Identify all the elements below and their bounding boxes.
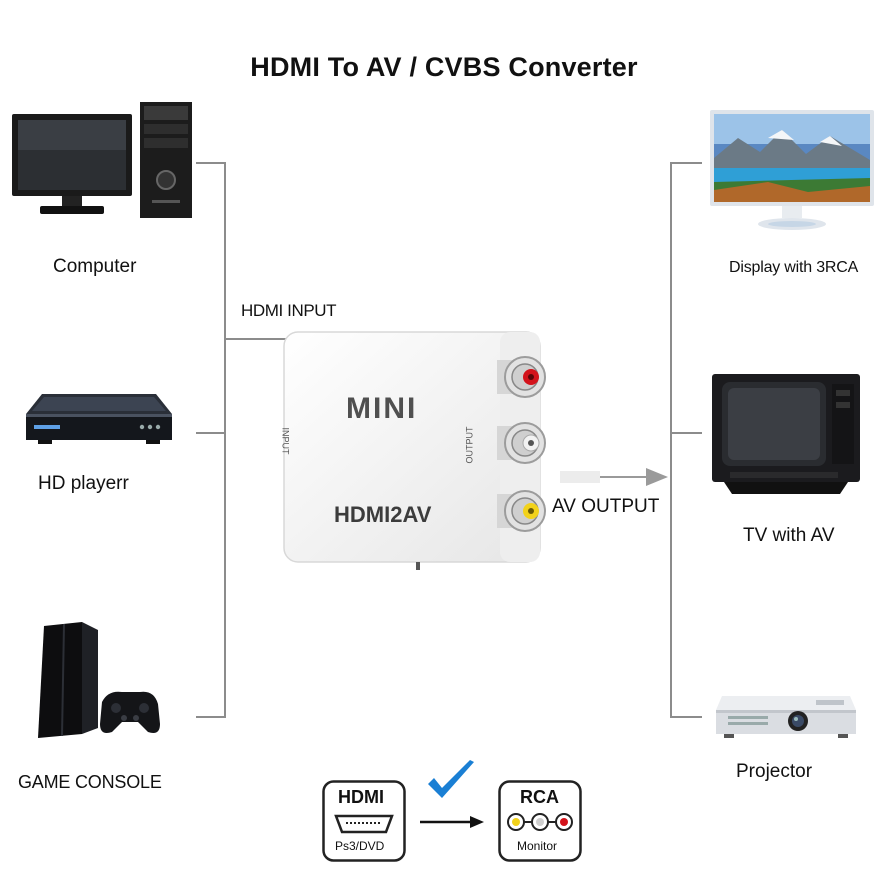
converter-side-output: OUTPUT xyxy=(464,426,475,464)
game-console-icon xyxy=(36,620,164,742)
projector-icon xyxy=(712,690,858,746)
right-bracket-bottom xyxy=(670,716,702,718)
input-label-computer: Computer xyxy=(53,256,137,277)
output-label-projector: Projector xyxy=(736,761,813,782)
converter-brand-text: MINI xyxy=(346,392,418,425)
monitor-icon xyxy=(708,108,878,232)
output-label-display: Display with 3RCA xyxy=(729,259,859,276)
hdmi-legend-sub: Ps3/DVD xyxy=(335,839,385,853)
left-bracket-bottom xyxy=(196,716,226,718)
computer-icon xyxy=(12,100,194,222)
input-label-hd-player: HD playerr xyxy=(38,473,129,494)
legend-arrow-icon xyxy=(418,814,486,830)
rca-legend-sub: Monitor xyxy=(517,839,558,853)
rca-jack-white xyxy=(497,420,551,466)
input-label-game-console: GAME CONSOLE xyxy=(18,772,162,792)
rca-jack-yellow xyxy=(497,488,551,534)
hdmi-legend-box xyxy=(322,780,406,862)
right-bracket-top xyxy=(670,162,702,164)
rca-jack-red xyxy=(497,354,551,400)
rca-legend-box xyxy=(498,780,582,862)
right-bracket-vertical xyxy=(670,162,672,718)
av-output-label: AV OUTPUT xyxy=(552,496,660,517)
left-bracket-middle xyxy=(196,432,226,434)
output-label-tv: TV with AV xyxy=(743,525,835,546)
crt-tv-icon xyxy=(710,372,862,498)
left-bracket-vertical xyxy=(224,162,226,718)
right-bracket-middle xyxy=(670,432,702,434)
converter-side-input: INPUT xyxy=(280,427,291,455)
diagram-title: HDMI To AV / CVBS Converter xyxy=(250,52,638,82)
hdmi-input-label: HDMI INPUT xyxy=(241,301,337,320)
check-icon xyxy=(424,758,476,802)
hdmi-legend-title: HDMI xyxy=(338,787,384,807)
rca-legend-title: RCA xyxy=(520,787,559,807)
converter-model-text: HDMI2AV xyxy=(334,502,432,527)
hdmi-input-line xyxy=(224,338,290,340)
left-bracket-top xyxy=(196,162,226,164)
blu-ray-player-icon xyxy=(24,392,174,446)
av-output-arrow xyxy=(560,466,672,490)
